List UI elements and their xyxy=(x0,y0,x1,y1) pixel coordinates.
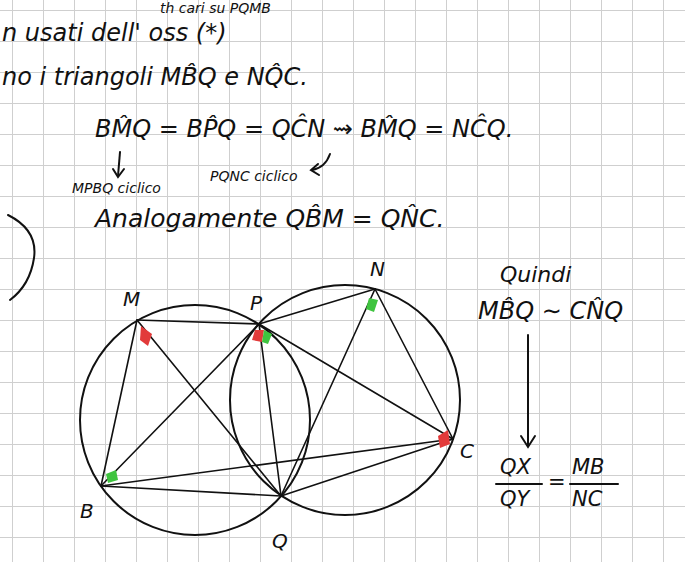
right-circle xyxy=(230,285,460,515)
similarity-note: MB̂Q ∼ CN̂Q xyxy=(478,298,623,326)
side-note: MPBQ ciclico xyxy=(72,180,161,196)
note-line: no i triangoli MB̂Q e NQ̂C. xyxy=(2,64,308,92)
implication-arrow xyxy=(527,335,529,446)
note-line: n usati dell' oss (*) xyxy=(2,20,227,48)
implication-arrow xyxy=(118,152,120,176)
fraction-bar xyxy=(496,483,542,485)
side-note: PQNC ciclico xyxy=(210,168,298,184)
point-label: N xyxy=(370,258,385,281)
fraction-bar xyxy=(570,483,618,485)
note-line: Analogamente QB̂M = QN̂C. xyxy=(95,205,444,234)
arrow-head xyxy=(113,169,124,177)
brace xyxy=(8,215,34,300)
fraction-term: QY xyxy=(500,487,529,511)
equals-sign: = xyxy=(548,470,566,494)
segments xyxy=(101,289,453,496)
point-label: C xyxy=(460,440,474,463)
point-label: M xyxy=(123,288,140,311)
angle-marks xyxy=(106,298,450,483)
fraction-term: NC xyxy=(572,487,602,511)
point-label: Q xyxy=(272,530,288,553)
note-line: BM̂Q = BP̂Q = QĈN ⇝ BM̂Q = NĈQ. xyxy=(95,116,513,144)
point-label: B xyxy=(80,500,94,523)
note-line: Quindi xyxy=(500,262,571,287)
fraction-term: MB xyxy=(572,455,605,479)
arrow-head xyxy=(311,164,319,175)
point-label: P xyxy=(250,292,262,315)
margin-note: th cari su PQMB xyxy=(160,0,271,16)
arrow-head xyxy=(521,436,535,447)
fraction-term: QX xyxy=(500,455,531,479)
left-circle xyxy=(80,305,310,535)
